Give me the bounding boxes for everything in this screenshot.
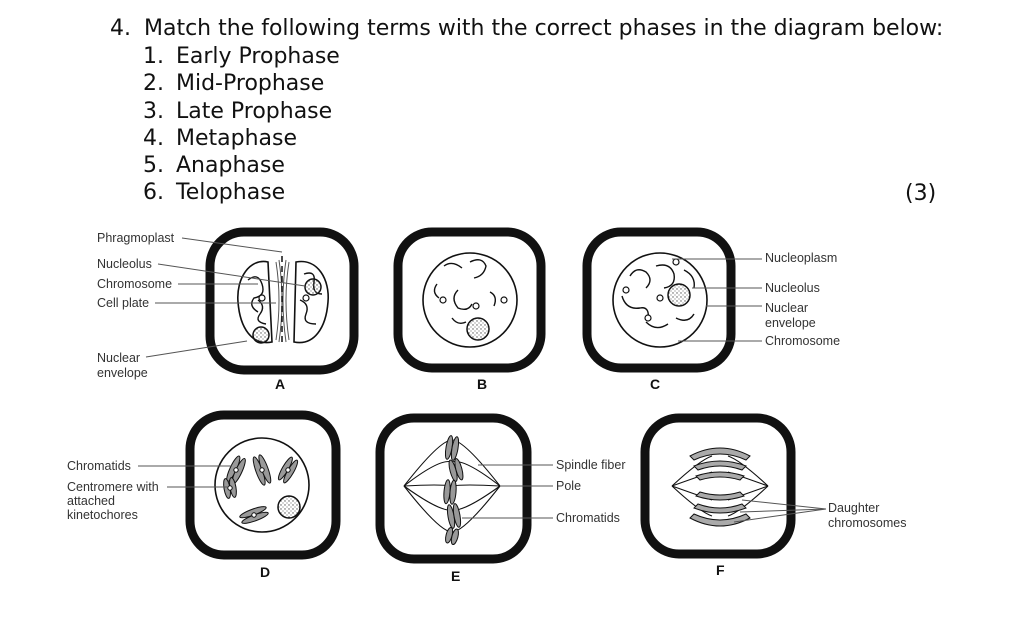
term-label: Mid-Prophase: [176, 71, 325, 97]
question-text: Match the following terms with the corre…: [144, 16, 944, 41]
terms-list: 1. Early Prophase 2. Mid-Prophase 3. Late P…: [143, 43, 340, 207]
label-chromatids: Chromatids: [556, 511, 620, 525]
nuclear-envelope: [214, 437, 310, 533]
cell-letter-a: A: [275, 376, 285, 392]
term-number: 3.: [143, 98, 164, 124]
leader-lines: [145, 237, 306, 358]
label-cell-plate: Cell plate: [97, 296, 149, 310]
term-label: Late Prophase: [176, 98, 333, 124]
label-chromosome: Chromosome: [97, 277, 172, 291]
term-label: Metaphase: [176, 125, 298, 151]
label-nucleoplasm: Nucleoplasm: [765, 251, 837, 265]
label-centromere: Centromere with: [67, 480, 159, 494]
term-number: 2.: [143, 71, 164, 97]
chromatin-threads: [433, 259, 497, 325]
label-chromosome: Chromosome: [765, 334, 840, 348]
label-daughter-chromosomes-2: chromosomes: [828, 516, 907, 530]
label-nucleolus: Nucleolus: [765, 281, 820, 295]
question-heading: 4. Match the following terms with the cor…: [110, 14, 943, 44]
term-label: Early Prophase: [176, 44, 340, 69]
label-spindle-fiber: Spindle fiber: [556, 458, 626, 472]
nucleolus: [252, 326, 270, 344]
cell-c: Nucleoplasm Nucleolus Nuclear envelope C…: [582, 227, 840, 392]
cell-letter-e: E: [451, 568, 460, 584]
daughter-nucleus-right: [293, 260, 329, 344]
nucleolus: [466, 317, 490, 341]
cell-wall: [205, 227, 359, 375]
label-centromere-3: kinetochores: [67, 508, 138, 522]
leader-lines: [672, 258, 762, 342]
cell-f: Daughter chromosomes F: [640, 413, 907, 578]
label-pole: Pole: [556, 479, 581, 493]
cell-letter-d: D: [260, 564, 270, 580]
term-label: Anaphase: [176, 153, 285, 179]
cell-wall: [393, 227, 546, 373]
question-number: 4.: [110, 16, 131, 41]
term-item: 6. Telophase: [143, 179, 340, 206]
term-item: 3. Late Prophase: [143, 98, 340, 125]
chromosome-threads: [621, 264, 695, 329]
marks-value: (3): [905, 181, 937, 206]
nuclear-envelope: [422, 252, 518, 348]
cell-wall: [375, 413, 532, 564]
label-nucleolus: Nucleolus: [97, 257, 152, 271]
term-item: 1. Early Prophase: [143, 43, 340, 70]
leader-lines: [733, 499, 827, 523]
cell-letter-b: B: [477, 376, 487, 392]
term-item: 2. Mid-Prophase: [143, 70, 340, 97]
label-nuclear-envelope: Nuclear: [97, 351, 140, 365]
label-phragmoplast: Phragmoplast: [97, 231, 175, 245]
term-number: 1.: [143, 44, 164, 69]
term-label: Telophase: [176, 180, 286, 206]
nucleolus: [304, 278, 322, 296]
leader-lines: [138, 465, 232, 488]
nuclear-envelope: [612, 252, 708, 348]
cell-letter-c: C: [650, 376, 660, 392]
label-chromatids: Chromatids: [67, 459, 131, 473]
centromeres: [227, 467, 291, 518]
metaphase-chromosomes: [443, 435, 464, 546]
nucleolus: [277, 495, 301, 519]
cell-letter-f: F: [716, 562, 725, 578]
cell-e: Spindle fiber Pole Chromatids E: [375, 413, 626, 584]
label-daughter-chromosomes: Daughter: [828, 501, 879, 515]
phragmoplast: [275, 259, 290, 343]
term-number: 4.: [143, 125, 164, 151]
label-nuclear-envelope: Nuclear: [765, 301, 808, 315]
cell-d: Chromatids Centromere with attached kine…: [67, 410, 341, 580]
cell-b: B: [393, 227, 546, 392]
term-item: 4. Metaphase: [143, 125, 340, 152]
cell-wall: [582, 227, 736, 373]
leader-lines: [462, 464, 553, 519]
cell-wall: [640, 413, 796, 559]
label-centromere-2: attached: [67, 494, 115, 508]
nucleolus: [667, 283, 691, 307]
cell-a: Phragmoplast Nucleolus Chromosome Cell p…: [97, 227, 359, 392]
term-number: 5.: [143, 153, 164, 179]
condensed-chromosomes: [223, 454, 299, 524]
cell-wall: [185, 410, 341, 560]
daughter-chromosome-shapes: [689, 447, 751, 527]
label-nuclear-envelope-2: envelope: [97, 366, 148, 380]
label-nuclear-envelope-2: envelope: [765, 316, 816, 330]
term-item: 5. Anaphase: [143, 152, 340, 179]
term-number: 6.: [143, 180, 164, 206]
